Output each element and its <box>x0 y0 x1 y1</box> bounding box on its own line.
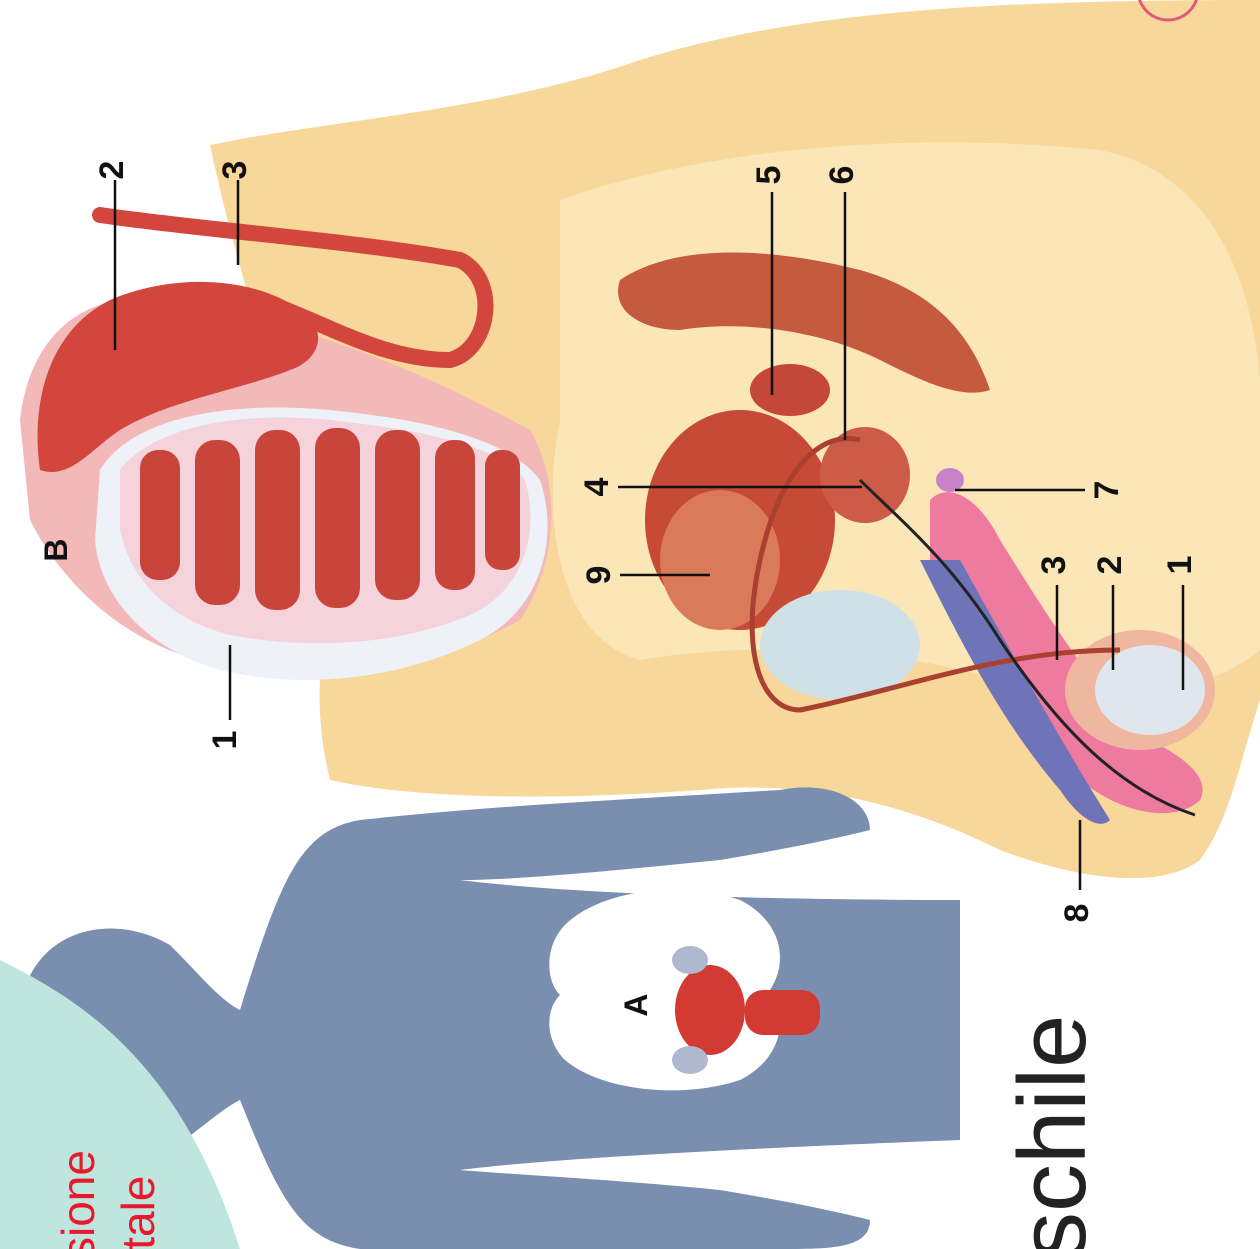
title-fragment: schile <box>1005 1015 1101 1249</box>
silhouette-penis <box>745 990 820 1035</box>
side-caption-line2: itale <box>115 1176 161 1249</box>
pubic-bone <box>760 590 920 700</box>
testis-label-3: 3 <box>218 150 258 190</box>
side-caption-line1: sione <box>55 1150 101 1249</box>
panel-a-letter: A <box>620 985 660 1025</box>
silhouette-right-organ <box>672 1046 708 1074</box>
organ-label-6: 6 <box>825 155 865 195</box>
organ-label-7: 7 <box>1090 470 1130 510</box>
silhouette-bladder <box>675 965 745 1055</box>
organ-label-3: 3 <box>1037 545 1077 585</box>
organ-label-5: 5 <box>752 155 792 195</box>
torso-inner-shading <box>553 142 1260 692</box>
seminiferous-lobules <box>140 428 520 610</box>
silhouette-left-organ <box>672 946 708 974</box>
organ-label-2: 2 <box>1093 545 1133 585</box>
organ-label-9: 9 <box>582 555 622 595</box>
panel-b-letter: B <box>40 530 80 570</box>
organ-label-8: 8 <box>1060 893 1100 933</box>
testis <box>1095 645 1205 735</box>
testis-label-1: 1 <box>208 720 248 760</box>
testis-label-2: 2 <box>95 150 135 190</box>
organ-label-4: 4 <box>580 467 620 507</box>
organ-label-1: 1 <box>1163 545 1203 585</box>
bulbourethral-gland <box>936 468 964 492</box>
seminal-vesicle <box>750 364 830 416</box>
pelvis-bone <box>549 890 780 1091</box>
